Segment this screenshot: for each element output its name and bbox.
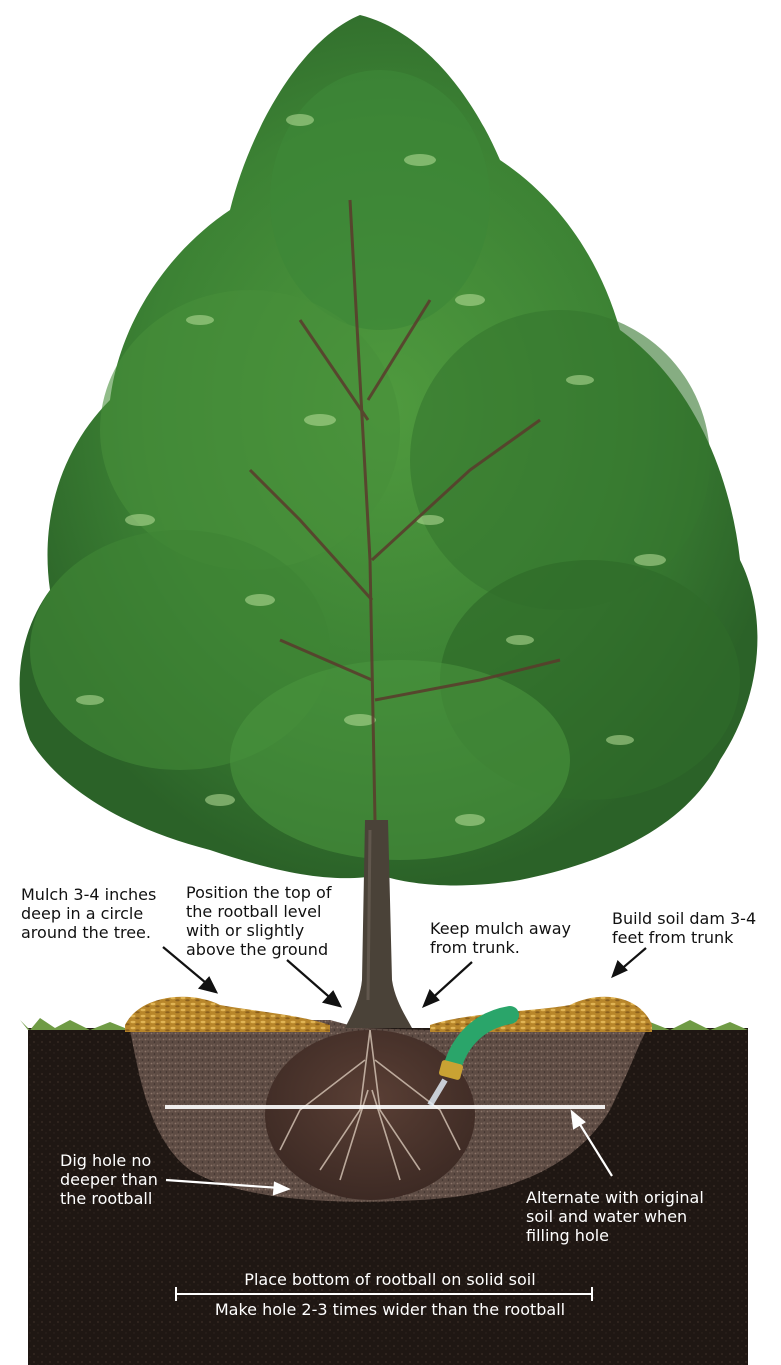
tree-canopy	[20, 15, 758, 885]
callout-rootball-position: Position the top of the rootball level w…	[186, 883, 356, 959]
callout-mulch-depth: Mulch 3-4 inches deep in a circle around…	[21, 885, 181, 942]
water-fill-line	[165, 1105, 605, 1109]
callout-dig-depth: Dig hole no deeper than the rootball	[60, 1151, 180, 1208]
rootball	[265, 1030, 475, 1200]
mulch-right	[430, 997, 652, 1032]
callout-alternate-fill: Alternate with original soil and water w…	[526, 1188, 746, 1245]
mulch-left	[125, 997, 330, 1032]
callout-soil-dam: Build soil dam 3-4 feet from trunk	[612, 909, 777, 947]
callout-hole-width: Make hole 2-3 times wider than the rootb…	[100, 1300, 680, 1319]
callout-rootball-bottom: Place bottom of rootball on solid soil	[100, 1270, 680, 1289]
callout-keep-mulch-away: Keep mulch away from trunk.	[430, 919, 590, 957]
